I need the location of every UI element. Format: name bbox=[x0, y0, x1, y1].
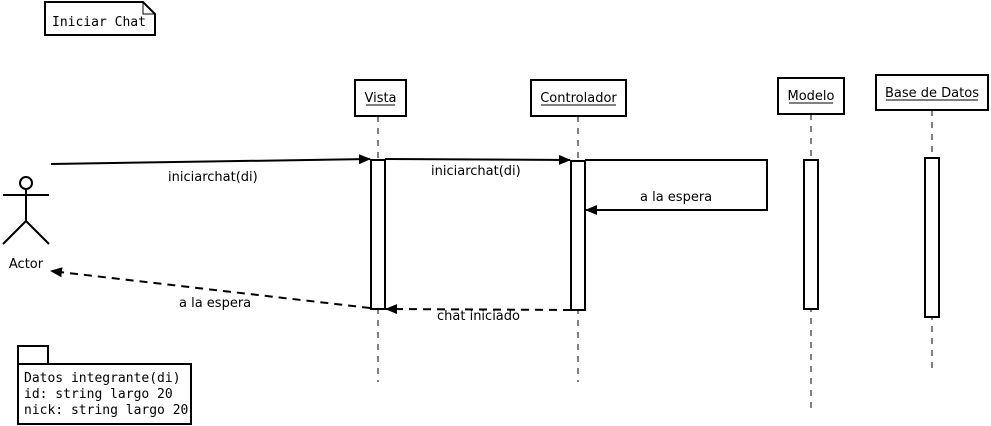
lifeline-controlador: Controlador bbox=[530, 79, 627, 382]
data-note-line2: id: string largo 20 bbox=[24, 387, 173, 402]
message-controlador-vista: chat iniciado bbox=[385, 304, 572, 324]
message-actor-vista: iniciarchat(di) bbox=[50, 154, 371, 185]
lifeline-modelo-label: Modelo bbox=[788, 89, 835, 104]
message-vista-controlador: iniciarchat(di) bbox=[384, 154, 571, 179]
message-vista-actor-label: a la espera bbox=[179, 296, 251, 311]
message-controlador-vista-label: chat iniciado bbox=[437, 309, 520, 324]
data-note-line1: Datos integrante(di) bbox=[24, 371, 181, 386]
lifeline-controlador-label: Controlador bbox=[540, 91, 617, 106]
lifeline-base-datos-box bbox=[875, 74, 989, 111]
message-controlador-self-label: a la espera bbox=[640, 190, 712, 205]
lifeline-vista-box bbox=[354, 79, 407, 117]
lifeline-base-datos: Base de Datos bbox=[875, 74, 989, 374]
message-controlador-self: a la espera bbox=[585, 159, 768, 215]
lifeline-vista: Vista bbox=[354, 79, 407, 382]
actor-label: Actor bbox=[9, 257, 44, 272]
lifeline-vista-label: Vista bbox=[364, 91, 396, 106]
actor: Actor bbox=[2, 176, 50, 272]
data-note: Datos integrante(di) id: string largo 20… bbox=[17, 345, 192, 425]
title-note: Iniciar Chat bbox=[44, 1, 156, 36]
activation-base-datos bbox=[924, 157, 940, 318]
activation-controlador bbox=[570, 160, 586, 311]
message-vista-actor: a la espera bbox=[50, 267, 371, 311]
activation-modelo bbox=[803, 159, 819, 310]
data-note-line3: nick: string largo 20 bbox=[24, 403, 188, 418]
message-actor-vista-label: iniciarchat(di) bbox=[168, 170, 258, 185]
activation-vista bbox=[370, 159, 386, 310]
title-note-text: Iniciar Chat bbox=[52, 15, 146, 30]
message-vista-controlador-label: iniciarchat(di) bbox=[431, 164, 521, 179]
data-note-tab bbox=[17, 345, 49, 365]
data-note-box bbox=[17, 363, 192, 425]
lifeline-base-datos-label: Base de Datos bbox=[885, 86, 979, 101]
actor-head-icon bbox=[19, 176, 33, 190]
